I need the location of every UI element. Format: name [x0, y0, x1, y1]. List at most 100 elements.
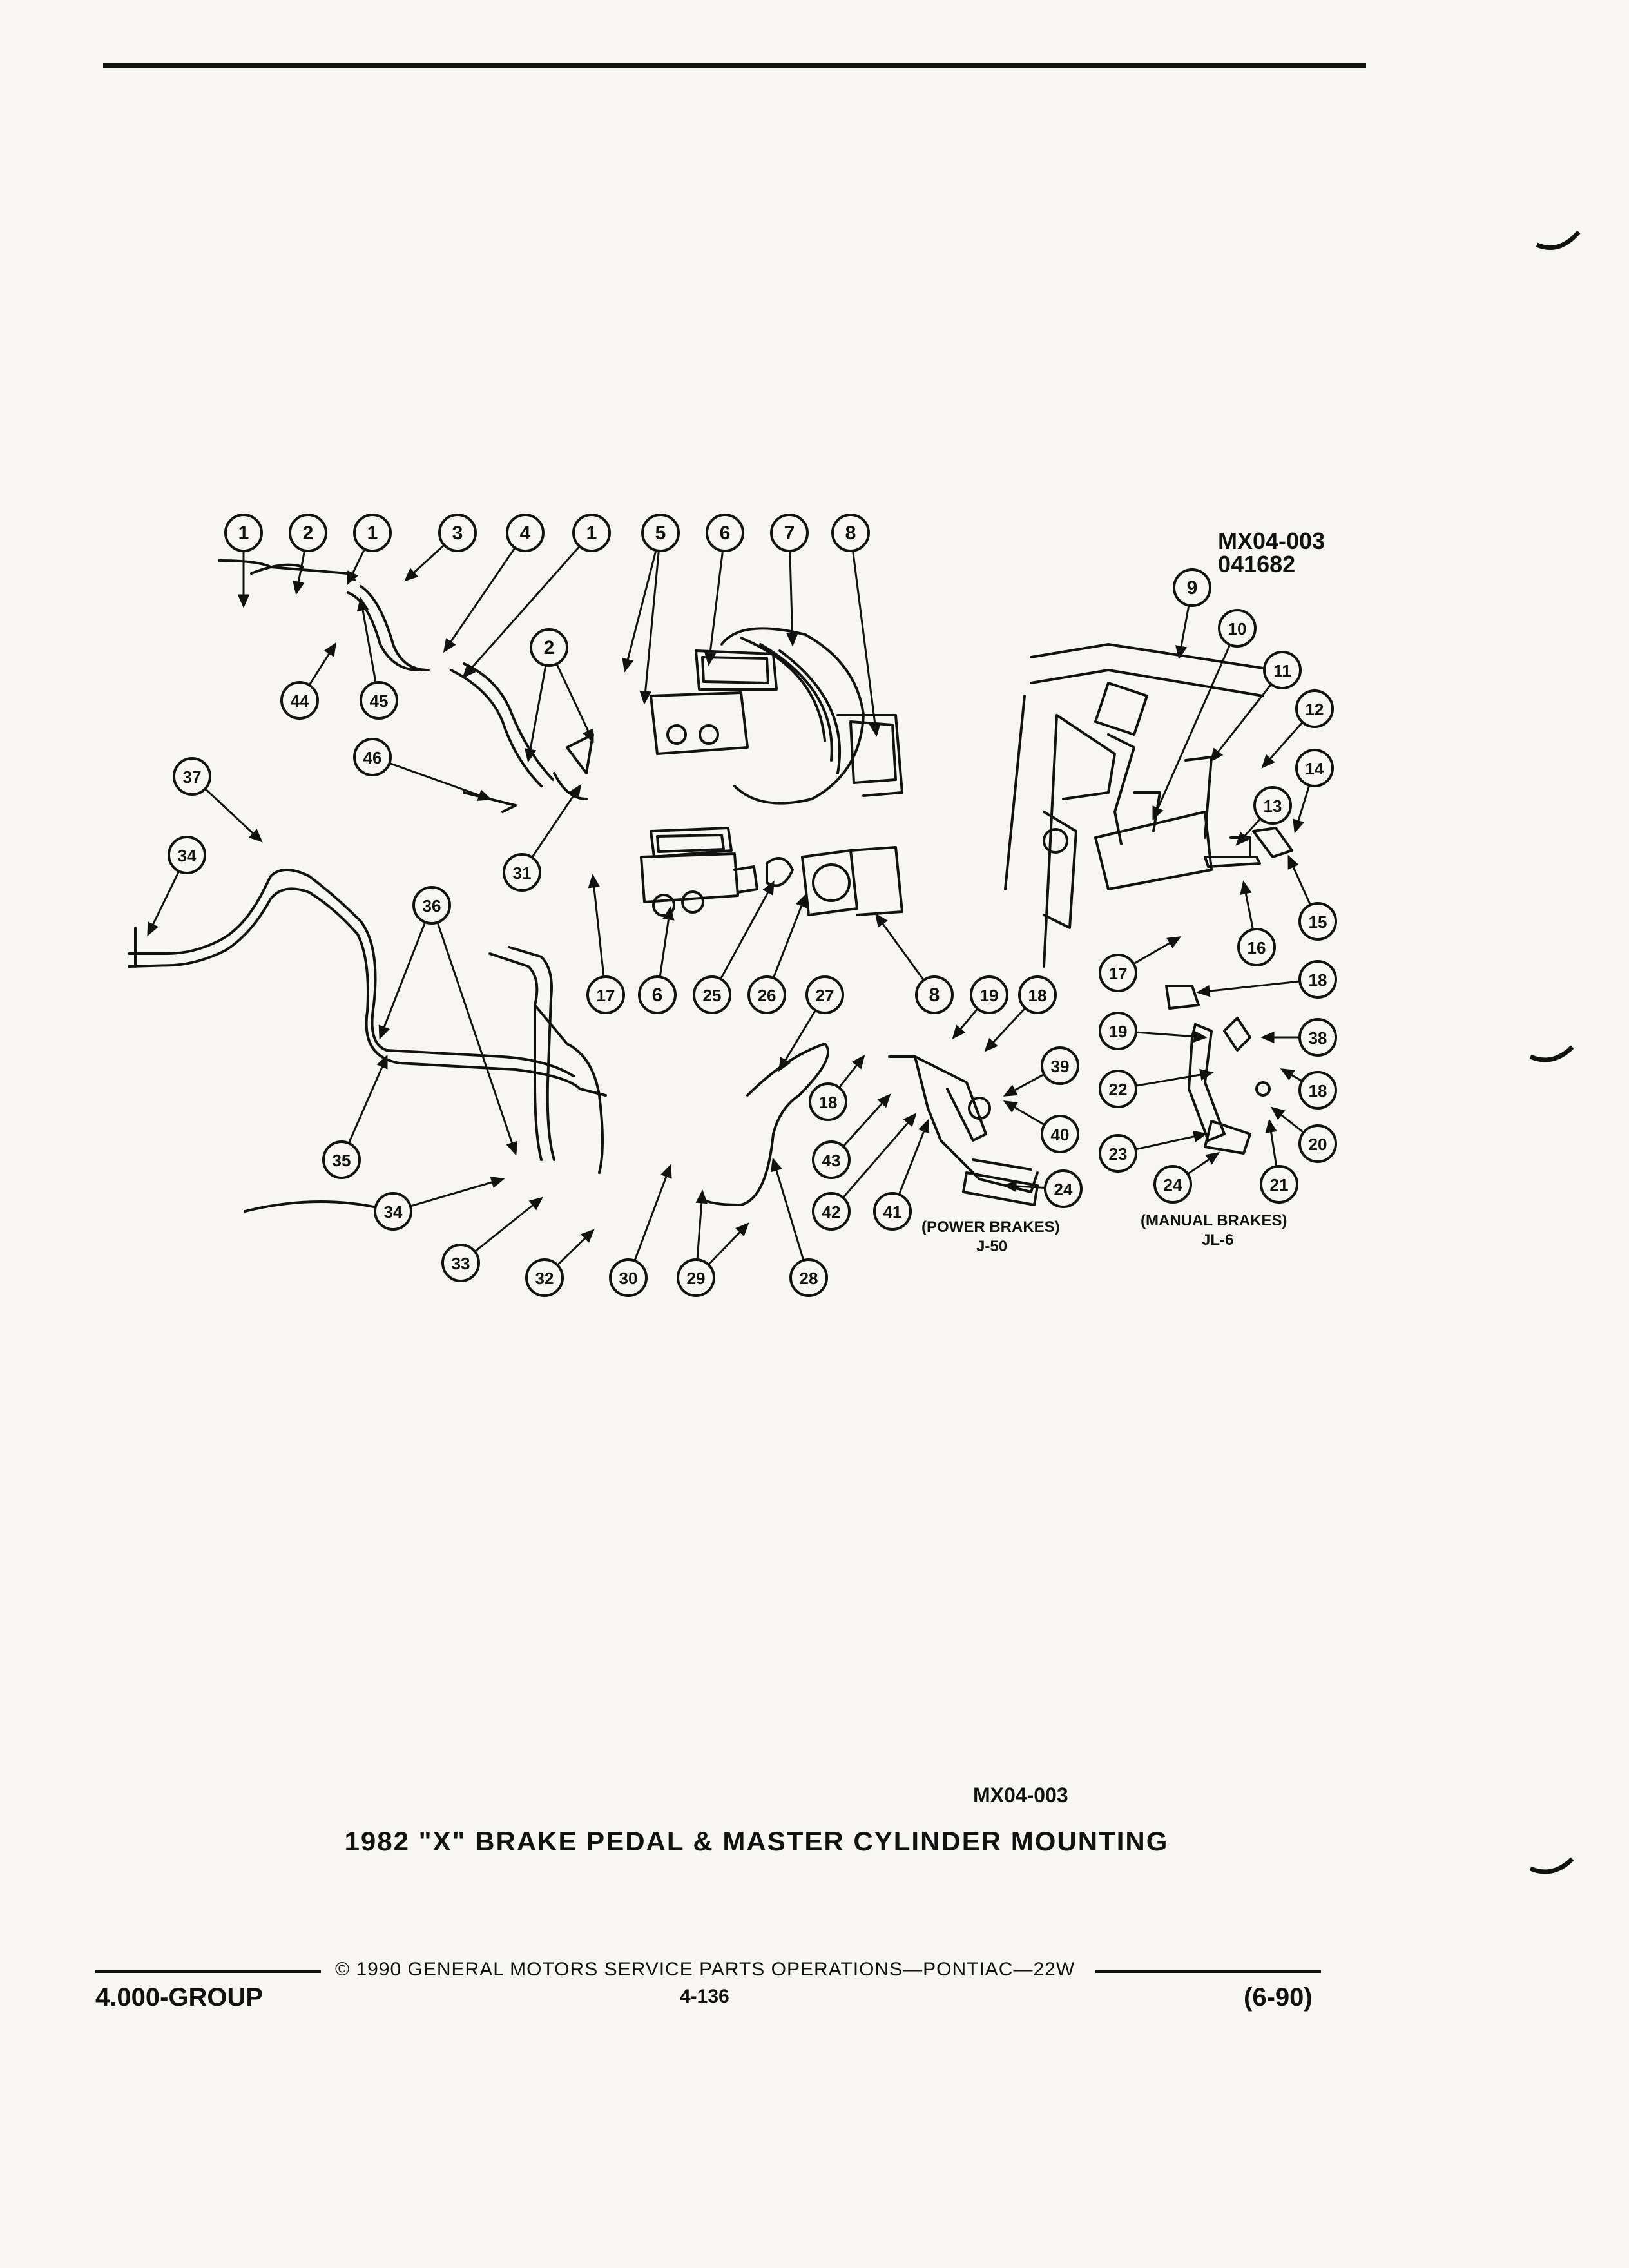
callout-circle	[1237, 928, 1276, 966]
callout-40: 40	[1041, 1115, 1079, 1153]
callout-arrowhead	[903, 1113, 917, 1128]
callout-9: 9	[1173, 568, 1211, 607]
callout-leader-line	[624, 550, 657, 671]
callout-arrowhead	[1196, 985, 1211, 997]
callout-14: 14	[1295, 749, 1334, 787]
callout-arrowhead	[1175, 645, 1188, 660]
callout-arrowhead	[795, 893, 807, 908]
callout-arrowhead	[237, 594, 250, 608]
callout-leader-line	[842, 1114, 916, 1198]
callout-number: 19	[980, 986, 999, 1005]
callout-22: 22	[1099, 1070, 1137, 1108]
callout-number: 27	[816, 986, 834, 1005]
callout-21: 21	[1260, 1165, 1298, 1204]
callout-circle	[1218, 609, 1257, 648]
callout-circle	[1018, 975, 1057, 1014]
footer-page-number: 4-136	[680, 1986, 729, 2007]
callout-leader-line	[531, 785, 581, 858]
callout-arrowhead	[528, 1196, 543, 1211]
firewall-and-pedal-bracket	[1004, 643, 1293, 968]
callout-38: 38	[1298, 1018, 1337, 1057]
callout-1: 1	[572, 514, 611, 552]
callout-leader-line	[1198, 980, 1300, 994]
callout-arrowhead	[1210, 747, 1224, 762]
callout-leader-line	[1135, 1133, 1206, 1151]
power-brakes-label: (POWER BRAKES)	[921, 1218, 1060, 1236]
callout-number: 14	[1306, 759, 1324, 778]
callout-24: 24	[1153, 1165, 1192, 1204]
callout-circle	[812, 1140, 851, 1179]
callout-28: 28	[789, 1258, 828, 1297]
callout-number: 6	[652, 985, 663, 1006]
callout-number: 18	[1309, 1081, 1327, 1100]
callout-leader-line	[555, 663, 594, 742]
callout-25: 25	[693, 975, 731, 1014]
callout-circle	[1263, 651, 1302, 689]
callout-26: 26	[747, 975, 786, 1014]
callout-arrowhead	[869, 722, 882, 737]
callout-arrowhead	[874, 912, 888, 928]
callout-circle	[374, 1192, 412, 1231]
callout-circle	[1099, 1070, 1137, 1108]
callout-arrowhead	[622, 657, 634, 673]
callout-34: 34	[374, 1192, 412, 1231]
callout-circle	[1298, 1124, 1337, 1163]
callout-number: 18	[1028, 986, 1047, 1005]
callout-number: 18	[1309, 970, 1327, 990]
callout-leader-line	[789, 550, 794, 645]
callout-8: 8	[915, 975, 954, 1014]
power-brakes-code: J-50	[976, 1238, 1007, 1255]
callout-number: 21	[1270, 1175, 1289, 1195]
footer-date: (6-90)	[1244, 1983, 1313, 2012]
caption-code: MX04-003	[973, 1783, 1068, 1807]
callout-circle	[289, 514, 327, 552]
callout-circle	[1099, 954, 1137, 992]
callout-41: 41	[873, 1192, 912, 1231]
callout-arrowhead	[462, 664, 476, 678]
callout-circle	[586, 975, 625, 1014]
callout-6: 6	[706, 514, 744, 552]
brake-lines	[128, 559, 829, 1213]
callout-arrowhead	[1265, 1119, 1277, 1133]
callout-18: 18	[809, 1082, 847, 1121]
callout-arrowhead	[704, 651, 717, 666]
callout-32: 32	[525, 1258, 564, 1297]
callout-arrowhead	[1293, 818, 1305, 834]
callout-circle	[1041, 1115, 1079, 1153]
manual-master-cylinder	[640, 827, 903, 917]
power-brake-pedal	[888, 1055, 1039, 1206]
callout-arrowhead	[762, 880, 775, 896]
callout-leader-line	[633, 1166, 671, 1262]
top-rule	[103, 63, 1366, 68]
callout-leader-line	[389, 762, 490, 800]
callout-arrowhead	[376, 1054, 388, 1070]
callout-circle	[915, 975, 954, 1014]
callout-20: 20	[1298, 1124, 1337, 1163]
callout-number: 2	[303, 523, 314, 544]
callout-leader-line	[360, 599, 377, 683]
callout-arrowhead	[583, 728, 594, 744]
callout-leader-line	[1135, 1031, 1206, 1039]
callout-1: 1	[224, 514, 263, 552]
callout-arrowhead	[1260, 1031, 1275, 1044]
callout-arrowhead	[1166, 936, 1182, 948]
callout-number: 20	[1309, 1135, 1327, 1154]
callout-number: 15	[1309, 912, 1327, 932]
callout-circle	[789, 1258, 828, 1297]
callout-arrowhead	[735, 1222, 749, 1237]
callout-arrowhead	[588, 874, 601, 889]
callout-18: 18	[1298, 1071, 1337, 1110]
callout-arrowhead	[1240, 880, 1252, 895]
callout-leader-line	[204, 788, 262, 842]
callout-circle	[1099, 1134, 1137, 1173]
callout-circle	[525, 1258, 564, 1297]
callout-number: 28	[800, 1269, 818, 1288]
callout-number: 25	[703, 986, 722, 1005]
callout-arrowhead	[1205, 1151, 1220, 1165]
diagram-labels: (POWER BRAKES) J-50 (MANUAL BRAKES) JL-6	[921, 1212, 1287, 1255]
callout-circle	[1153, 1165, 1192, 1204]
callout-arrowhead	[443, 638, 456, 653]
callout-arrowhead	[1271, 1106, 1286, 1120]
callout-34: 34	[168, 836, 206, 874]
